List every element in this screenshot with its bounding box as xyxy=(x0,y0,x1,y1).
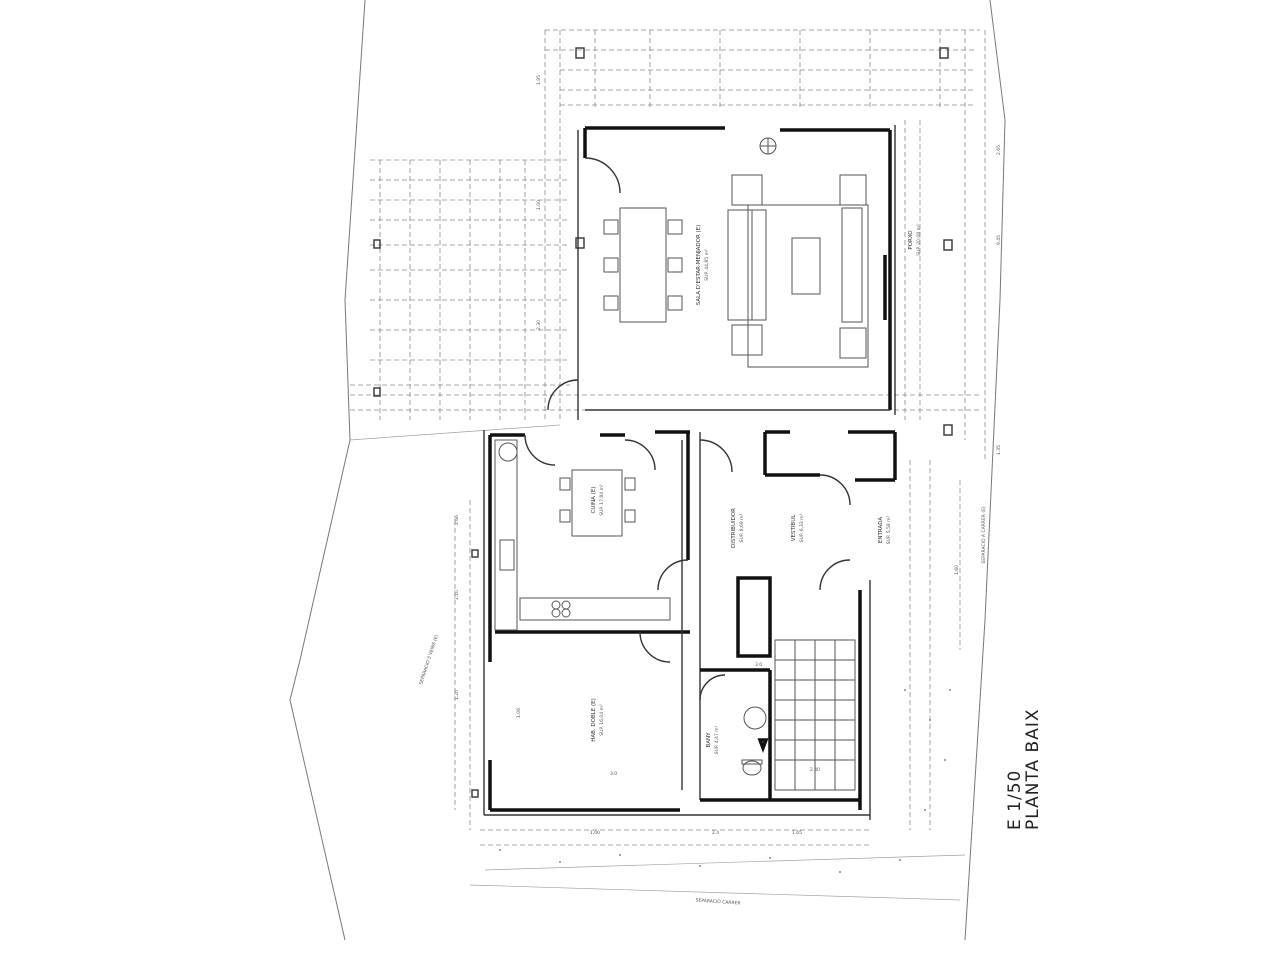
room-area: SUP. 5,58 m² xyxy=(886,515,892,544)
dimension-lines-left xyxy=(350,159,980,420)
room-name: SALA D'ESTAR-MENJADOR (E) xyxy=(696,225,702,306)
dim-label: 1.20 xyxy=(454,690,460,700)
site-boundary xyxy=(289,0,1006,941)
room-name: HAB. DOBLE (E) xyxy=(591,698,597,742)
dim-label: 1.60 xyxy=(954,565,960,575)
room-label-cuina: CUINA (E) SUP. 17,84 m² xyxy=(591,484,605,516)
drawing-scale: E 1/50 xyxy=(1005,770,1025,830)
dimension-labels: 2.66 2.10 1.20 1.06 3.0 1.00 2.4 1.65 3.… xyxy=(454,75,1002,836)
boundary-label-left: SEPARACIO 3 VEINS (E) xyxy=(418,634,440,686)
room-area: SUP. 16,04 m² xyxy=(599,704,605,736)
svg-text:SEPARACIO CARRER: SEPARACIO CARRER xyxy=(695,897,740,906)
dim-label: 3.0 xyxy=(610,771,617,777)
boundary-label-bottom: SEPARACIO CARRER xyxy=(695,897,740,906)
room-name: BANY xyxy=(706,732,712,748)
room-label-bany: BANY SUP. 4,47 m² xyxy=(706,725,720,754)
room-name: VESTIBUL xyxy=(791,514,797,542)
room-area: SUP. 17,84 m² xyxy=(599,484,605,516)
dim-label: 2.10 xyxy=(454,590,460,600)
dim-label: 1.95 xyxy=(536,75,542,85)
living-room-walls xyxy=(547,47,953,436)
room-label-entrada: ENTRADA SUP. 5,58 m² xyxy=(878,515,892,544)
room-name: ENTRADA xyxy=(878,517,884,543)
svg-text:SEPARACIO 3 VEINS (E): SEPARACIO 3 VEINS (E) xyxy=(418,634,440,686)
dim-label: 2.65 xyxy=(996,145,1002,155)
dimension-lines-upper xyxy=(544,29,986,460)
dim-label: 1.35 xyxy=(996,445,1002,455)
dim-label: 3.0 xyxy=(755,662,762,668)
dim-label: 2.4 xyxy=(712,830,719,836)
room-label-sala: SALA D'ESTAR-MENJADOR (E) SUP. 44,85 m² xyxy=(696,225,710,306)
room-name: PORXO xyxy=(908,230,914,250)
room-label-habitacio: HAB. DOBLE (E) SUP. 16,04 m² xyxy=(591,698,605,742)
dimension-lines-lower xyxy=(454,460,966,901)
svg-text:SEPARACIO A CARRER (E): SEPARACIO A CARRER (E) xyxy=(981,506,987,564)
room-area: SUP. 44,85 m² xyxy=(704,249,710,281)
dim-label: 2.66 xyxy=(454,515,460,525)
lower-block-walls xyxy=(483,430,897,820)
dim-label: 9.45 xyxy=(996,235,1002,245)
dim-label: 1.65 xyxy=(792,830,802,836)
kitchen-fittings xyxy=(494,439,671,631)
room-label-distribuidor: DISTRIBUIDOR SUP. 8,69 m² xyxy=(731,508,745,548)
staircase xyxy=(774,639,856,791)
room-area: SUP. 4,47 m² xyxy=(714,725,720,754)
terrain-dots xyxy=(499,689,951,873)
dim-label: 2.40 xyxy=(810,767,820,773)
dim-label: 1.06 xyxy=(516,708,522,718)
room-label-porxo: PORXO SUP. 20,08 m² xyxy=(908,224,922,256)
title-block: E 1/50 PLANTA BAIX xyxy=(1005,708,1043,830)
room-area: SUP. 8,69 m² xyxy=(739,513,745,542)
drawing-title: PLANTA BAIX xyxy=(1023,708,1043,830)
room-name: DISTRIBUIDOR xyxy=(731,508,737,548)
dim-label: 1.00 xyxy=(536,200,542,210)
boundary-label-right: SEPARACIO A CARRER (E) xyxy=(981,506,987,564)
bathroom-fittings xyxy=(741,706,769,776)
room-label-vestibul: VESTIBUL SUP. 6,33 m² xyxy=(791,513,805,542)
room-area: SUP. 20,08 m² xyxy=(916,224,922,256)
room-area: SUP. 6,33 m² xyxy=(799,513,805,542)
room-name: CUINA (E) xyxy=(591,487,597,514)
dim-label: 2.30 xyxy=(536,320,542,330)
living-room-furniture xyxy=(603,174,869,368)
dim-label: 1.00 xyxy=(590,830,600,836)
